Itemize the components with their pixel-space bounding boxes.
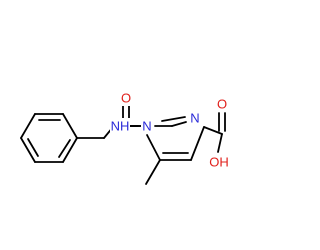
- bond: [217, 133, 223, 153]
- bond: [20, 137, 36, 163]
- bond: [62, 113, 78, 139]
- atom-label-background: [110, 118, 130, 134]
- atom-label-ring-N2: N: [190, 111, 199, 126]
- bond: [20, 113, 36, 139]
- methyl-bond: [145, 159, 161, 185]
- atom-label-acid-O: O: [217, 97, 227, 112]
- bond: [62, 137, 78, 163]
- atom-label-acid-OH: OH: [209, 155, 229, 170]
- atom-label-ring-N1: N: [142, 119, 151, 134]
- atom-label-background: [216, 96, 228, 112]
- atom-labels: N N NH O OH O: [110, 90, 229, 170]
- atom-label-background: [141, 118, 153, 134]
- atom-label-background: [209, 154, 229, 170]
- atom-label-amide-N: NH: [111, 119, 130, 134]
- atom-label-amide-O: O: [121, 91, 131, 106]
- bond: [203, 126, 223, 135]
- bond: [146, 134, 161, 161]
- double-bond-inner: [27, 138, 39, 157]
- double-bond-inner: [58, 139, 71, 158]
- molecule-structure: N N NH O OH O: [20, 90, 229, 185]
- atom-label-background: [120, 90, 132, 106]
- benzene-ring: [20, 113, 78, 163]
- bond: [171, 121, 187, 127]
- bond: [190, 126, 205, 161]
- pyrazole-ring: [125, 116, 205, 161]
- atom-label-background: [189, 110, 201, 126]
- double-bond-inner: [161, 116, 186, 122]
